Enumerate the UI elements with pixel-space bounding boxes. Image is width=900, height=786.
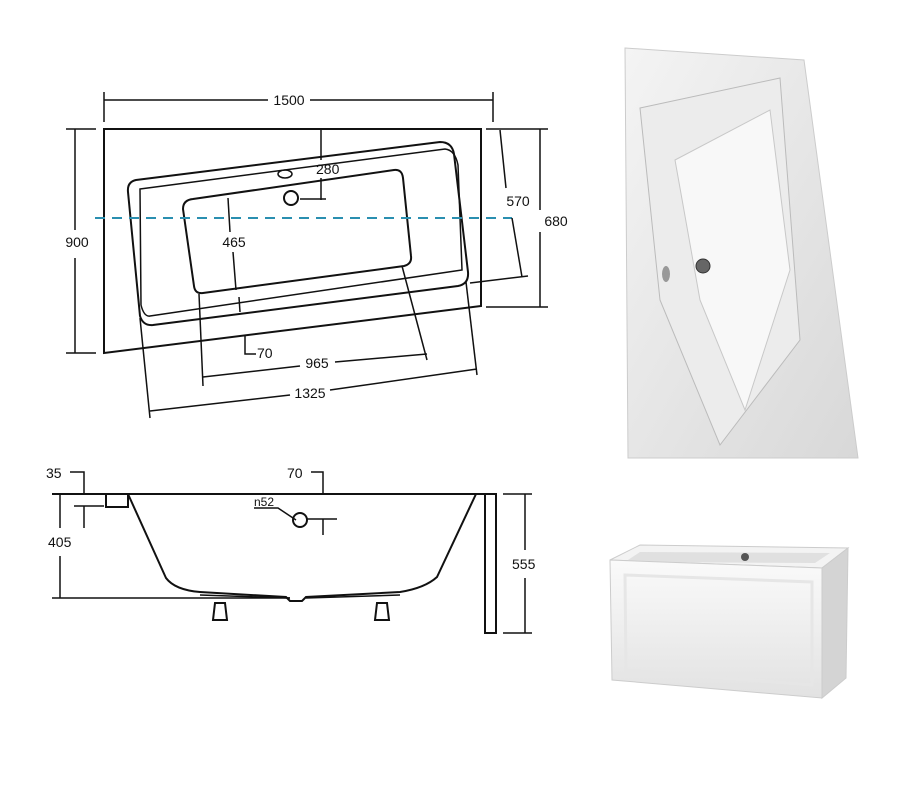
side-view: 35 70 n52 405 555: [46, 465, 536, 634]
dim-overflow-label: n52: [254, 495, 274, 509]
dim-width-label: 1500: [273, 92, 304, 108]
overflow-icon: [277, 169, 293, 179]
dim-tub-height-label: 405: [48, 534, 72, 550]
drain-photo-icon: [695, 258, 711, 274]
basin: [181, 168, 413, 295]
dim-basin-length-label: 965: [305, 355, 329, 371]
outer-outline: [103, 128, 482, 355]
bathtub-photo-3d: [609, 544, 850, 700]
dim-drain-offset-label: 280: [316, 161, 340, 177]
dim-top-offset-label: 70: [287, 465, 303, 481]
dim-depth-label: 900: [65, 234, 89, 250]
dim-rim-label: 70: [257, 345, 273, 361]
tub-rim: [126, 140, 470, 327]
dim-rim-thickness-label: 35: [46, 465, 62, 481]
bathtub-photo-top: [624, 47, 859, 459]
dim-tub-width-label: 570: [506, 193, 530, 209]
drain-icon: [283, 190, 299, 206]
dim-total-height-label: 555: [512, 556, 536, 572]
dim-right-depth-label: 680: [544, 213, 568, 229]
tub-profile: [127, 493, 477, 602]
overflow-circle-icon: [292, 512, 308, 528]
foot-left: [211, 602, 229, 621]
rim-block: [105, 493, 129, 508]
front-panel: [484, 493, 497, 634]
dim-basin-width-label: 465: [222, 234, 246, 250]
foot-right: [373, 602, 391, 621]
tub-rim-inner: [139, 148, 463, 317]
dim-tub-length-label: 1325: [294, 385, 325, 401]
top-view: 1500 900 680 570 280 465 70 965 1325: [65, 92, 568, 419]
